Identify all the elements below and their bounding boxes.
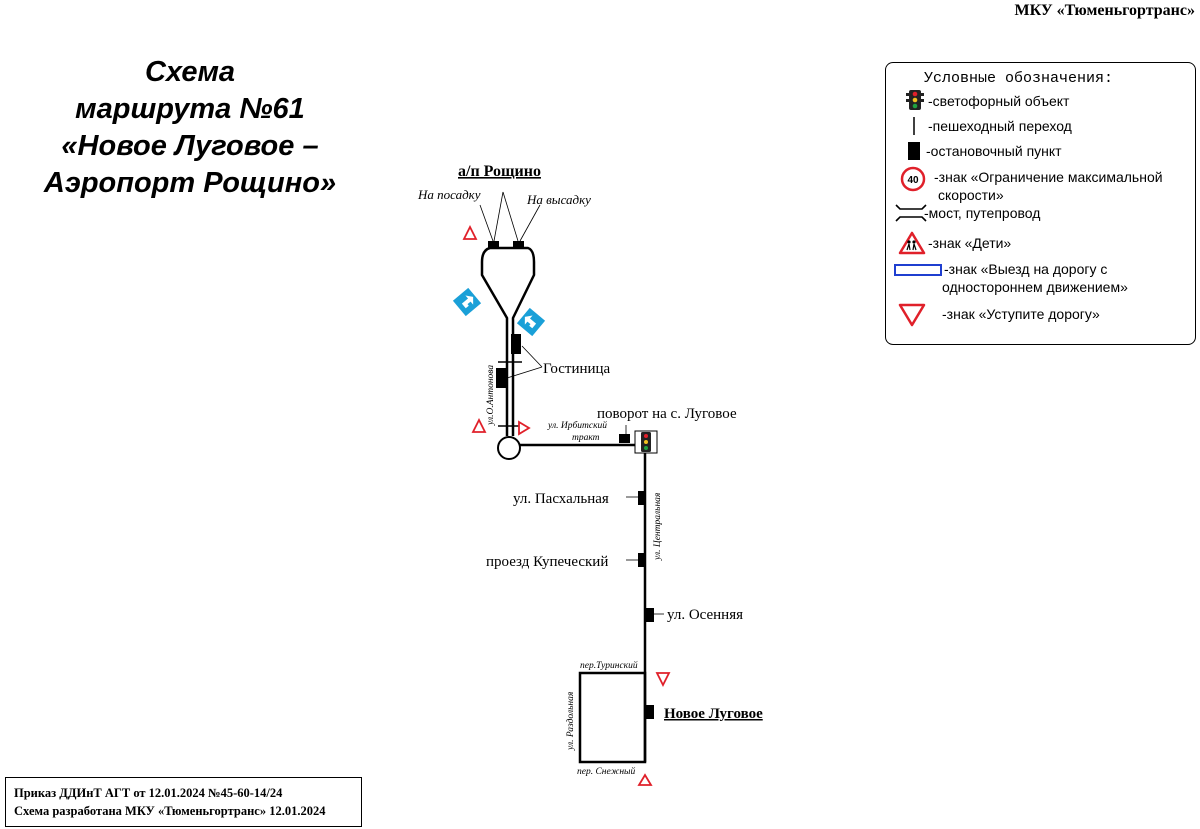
speed-limit-sign-icon: 40: [900, 166, 926, 192]
children-sign-icon: [898, 231, 926, 255]
traffic-light-icon: [906, 90, 924, 110]
legend-one-way-label-1: -знак «Выезд на дорогу с: [944, 261, 1108, 277]
leader-line: [493, 191, 519, 242]
yield-sign-icon: [471, 417, 487, 433]
legend-children-label: -знак «Дети»: [928, 235, 1012, 251]
leader-line: [506, 345, 543, 379]
route-title-line-1: Схема: [144, 56, 236, 88]
order-info-box: Приказ ДДИнТ АГТ от 12.01.2024 №45-60-14…: [5, 777, 362, 827]
street-turinsky-label: пер.Туринский: [580, 660, 638, 671]
bridge-icon: [895, 204, 927, 222]
stop-hotel-label: Гостиница: [543, 361, 611, 377]
legend-one-way-label-2: одностороннем движением»: [942, 279, 1128, 295]
bus-stop-icon: [646, 608, 654, 622]
terminal-novoe-lugovoe-label: Новое Луговое: [664, 706, 763, 722]
street-razdolnaya-label: ул. Раздольная: [565, 692, 576, 751]
street-antonova-label: ул.О.Антонова: [486, 365, 496, 426]
traffic-light-icon: [634, 430, 658, 454]
stop-turn-lugovoe-label: поворот на с. Луговое: [597, 406, 737, 422]
one-way-sign-icon: [452, 287, 482, 317]
bus-stop-icon: [619, 434, 630, 443]
novoe-lugovoe-loop: [578, 671, 647, 764]
street-central-label: ул. Центральная: [653, 493, 663, 561]
bus-stop-icon: [496, 368, 506, 388]
street-irbit-label-1: ул. Ирбитский: [547, 420, 607, 431]
one-way-sign-icon: [516, 307, 546, 337]
route-title-line-2: маршрута №61: [75, 93, 305, 125]
bus-stop-icon: [511, 334, 521, 354]
alighting-label: На высадку: [526, 192, 591, 207]
order-line: Приказ ДДИнТ АГТ от 12.01.2024 №45-60-14…: [14, 786, 283, 800]
one-way-sign-icon: [894, 264, 942, 276]
street-irbit-label-2: тракт: [572, 433, 600, 443]
bus-stop-icon: [513, 241, 524, 249]
airport-loop: [480, 246, 536, 330]
yield-sign-icon: [898, 303, 926, 327]
stop-paskhalnaya-label: ул. Пасхальная: [513, 491, 609, 507]
terminal-airport-label: а/п Рощино: [458, 163, 541, 180]
route-title-line-4: Аэропорт Рощино»: [43, 167, 337, 199]
leader-line: [519, 204, 541, 242]
legend-yield-label: -знак «Уступите дорогу»: [942, 306, 1100, 322]
yield-sign-icon: [462, 224, 478, 240]
legend-traffic-light-label: -светофорный объект: [928, 93, 1070, 109]
route-title: Схема маршрута №61 «Новое Луговое – Аэро…: [20, 54, 360, 202]
developer-line: Схема разработана МКУ «Тюменьгортранс» 1…: [14, 804, 326, 818]
crosswalk-icon: [913, 117, 915, 135]
stop-osennyaya-label: ул. Осенняя: [667, 607, 743, 623]
leader-line: [479, 204, 494, 242]
street-snezhny-label: пер. Снежный: [577, 766, 635, 777]
organization-name: МКУ «Тюменьгортранс»: [1014, 2, 1195, 19]
bus-stop-icon: [638, 553, 646, 567]
legend-stop-label: -остановочный пункт: [926, 143, 1062, 159]
bus-stop-icon: [638, 491, 646, 505]
route-title-line-3: «Новое Луговое –: [61, 130, 319, 162]
bus-stop-icon: [908, 142, 920, 160]
roundabout: [497, 436, 521, 460]
legend-heading: Условные обозначения:: [924, 70, 1114, 87]
legend-crosswalk-label: -пешеходный переход: [928, 118, 1072, 134]
boarding-label: На посадку: [417, 187, 481, 202]
stop-kupechesky-label: проезд Купеческий: [486, 554, 608, 570]
bus-stop-icon: [646, 705, 654, 719]
legend-speed-limit-label-2: скорости»: [938, 187, 1004, 203]
legend-bridge-label: -мост, путепровод: [924, 205, 1041, 221]
speed-limit-value: 40: [907, 175, 919, 186]
yield-sign-icon: [637, 773, 653, 786]
yield-sign-icon: [655, 672, 671, 688]
legend-box: Условные обозначения: -светофорный объек…: [885, 62, 1196, 345]
yield-sign-icon: [518, 420, 531, 436]
bus-stop-icon: [488, 241, 499, 249]
legend-speed-limit-label-1: -знак «Ограничение максимальной: [934, 169, 1163, 185]
